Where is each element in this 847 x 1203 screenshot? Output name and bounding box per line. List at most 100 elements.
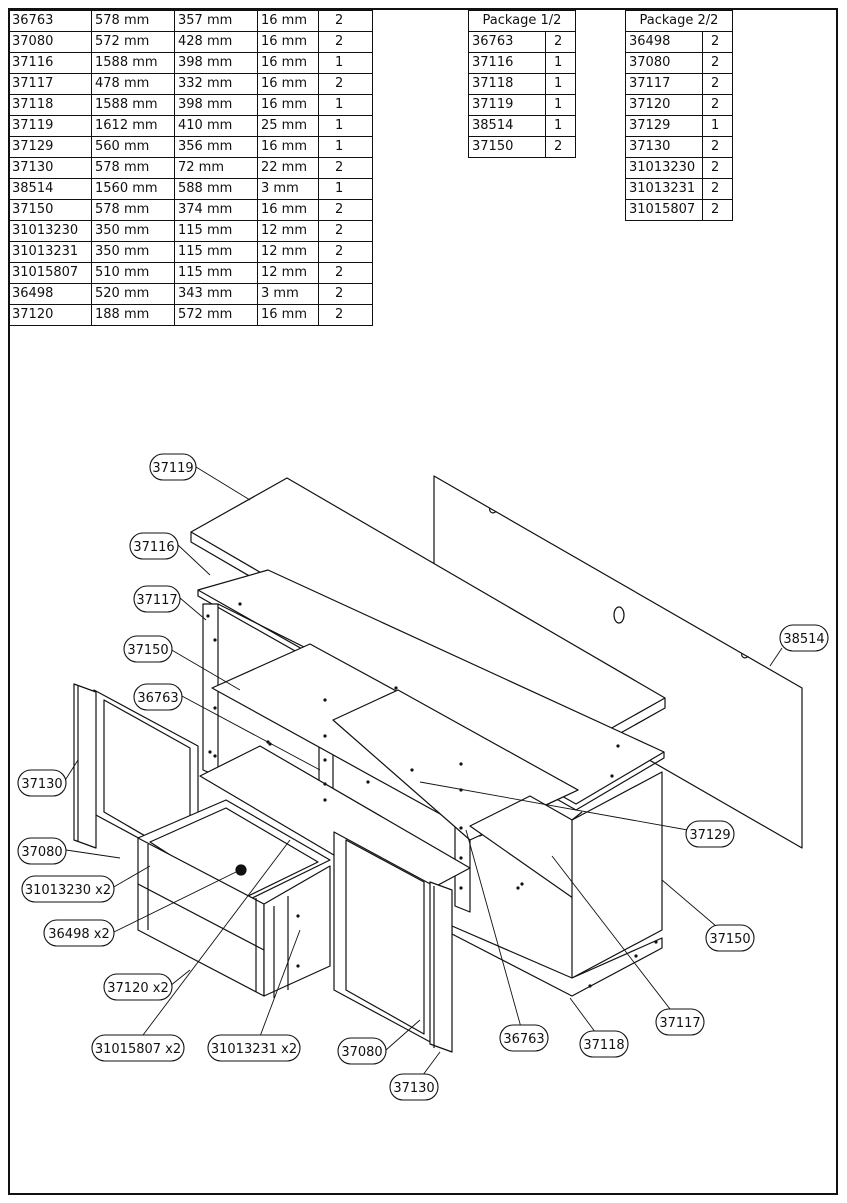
parts-table-cell: 37150 — [8, 199, 92, 221]
package-1-cell: 2 — [545, 136, 576, 158]
page-frame — [8, 8, 838, 1195]
callout-37080-right: 37080 — [337, 1037, 387, 1065]
package-2-cell: 1 — [702, 115, 733, 137]
callout-31015807: 31015807 x2 — [91, 1034, 185, 1062]
callout-31013230: 31013230 x2 — [21, 875, 115, 903]
package-1-cell: 37150 — [468, 136, 546, 158]
callout-37080-left: 37080 — [17, 837, 67, 865]
callout-37150-right: 37150 — [705, 924, 755, 952]
callout-37119: 37119 — [149, 453, 197, 481]
callout-37117-top: 37117 — [133, 585, 181, 613]
callout-37130-right: 37130 — [389, 1073, 439, 1101]
door-37080-right — [333, 831, 453, 1053]
parts-table-cell: 12 mm — [257, 220, 319, 242]
callout-37120: 37120 x2 — [103, 973, 173, 1001]
callout-37117-bottom: 37117 — [655, 1008, 705, 1036]
callout-36498: 36498 x2 — [43, 919, 115, 947]
parts-table-cell: 332 mm — [174, 73, 258, 95]
parts-table-cell: 12 mm — [257, 241, 319, 263]
svg-text:37130: 37130 — [21, 777, 62, 792]
svg-text:31013230 x2: 31013230 x2 — [25, 883, 111, 898]
package-1-cell: 36763 — [468, 31, 546, 53]
callout-37150-top: 37150 — [123, 635, 173, 663]
svg-text:37129: 37129 — [689, 828, 730, 843]
parts-table-cell: 31013231 — [8, 241, 92, 263]
parts-table-cell: 188 mm — [91, 304, 175, 326]
svg-text:37130: 37130 — [393, 1081, 434, 1096]
svg-text:37150: 37150 — [709, 932, 750, 947]
parts-table-cell: 572 mm — [174, 304, 258, 326]
package-2-cell: 31013231 — [625, 178, 703, 200]
svg-text:37117: 37117 — [136, 593, 177, 608]
parts-table-cell: 1560 mm — [91, 178, 175, 200]
svg-text:31015807 x2: 31015807 x2 — [95, 1042, 181, 1057]
parts-table-cell: 31015807 — [8, 262, 92, 284]
package-2-cell: 2 — [702, 199, 733, 221]
parts-table-cell: 16 mm — [257, 304, 319, 326]
svg-text:36498 x2: 36498 x2 — [48, 927, 109, 942]
parts-table-cell: 2 — [318, 304, 373, 326]
package-2-title: Package 2/2 — [625, 10, 733, 32]
parts-table-cell: 37130 — [8, 157, 92, 179]
drawer-bottom-marker — [235, 864, 247, 876]
svg-text:38514: 38514 — [783, 632, 824, 647]
svg-text:37080: 37080 — [341, 1045, 382, 1060]
package-1-cell: 1 — [545, 52, 576, 74]
svg-text:37120 x2: 37120 x2 — [107, 981, 168, 996]
callout-37118: 37118 — [579, 1030, 629, 1058]
parts-table-cell: 37120 — [8, 304, 92, 326]
parts-table-cell: 350 mm — [91, 241, 175, 263]
package-1-cell: 38514 — [468, 115, 546, 137]
screw-holes — [206, 602, 658, 988]
package-2-cell: 37129 — [625, 115, 703, 137]
callout-38514: 38514 — [779, 624, 829, 652]
svg-text:37117: 37117 — [659, 1016, 700, 1031]
svg-text:37150: 37150 — [127, 643, 168, 658]
parts-table-cell: 115 mm — [174, 262, 258, 284]
package-1-title: Package 1/2 — [468, 10, 576, 32]
drawer-box — [137, 799, 331, 998]
svg-text:36763: 36763 — [137, 691, 178, 706]
parts-table-cell: 25 mm — [257, 115, 319, 137]
parts-table-cell: 36498 — [8, 283, 92, 305]
package-2-cell: 37080 — [625, 52, 703, 74]
parts-table-cell: 398 mm — [174, 94, 258, 116]
svg-text:31013231 x2: 31013231 x2 — [211, 1042, 297, 1057]
package-2-cell: 2 — [702, 31, 733, 53]
callout-31013231: 31013231 x2 — [207, 1034, 301, 1062]
callout-36763-bottom: 36763 — [499, 1024, 549, 1052]
callout-37116: 37116 — [129, 532, 179, 560]
svg-text:37080: 37080 — [21, 845, 62, 860]
callout-37130-left: 37130 — [17, 769, 67, 797]
parts-table-cell: 1612 mm — [91, 115, 175, 137]
svg-text:37119: 37119 — [152, 461, 193, 476]
callout-37129: 37129 — [685, 820, 735, 848]
svg-text:36763: 36763 — [503, 1032, 544, 1047]
package-2-cell: 31013230 — [625, 157, 703, 179]
svg-text:37116: 37116 — [133, 540, 174, 555]
leader-lines — [63, 466, 783, 1088]
parts-table-cell: 350 mm — [91, 220, 175, 242]
parts-table-cell: 520 mm — [91, 283, 175, 305]
parts-table-cell: 2 — [318, 157, 373, 179]
